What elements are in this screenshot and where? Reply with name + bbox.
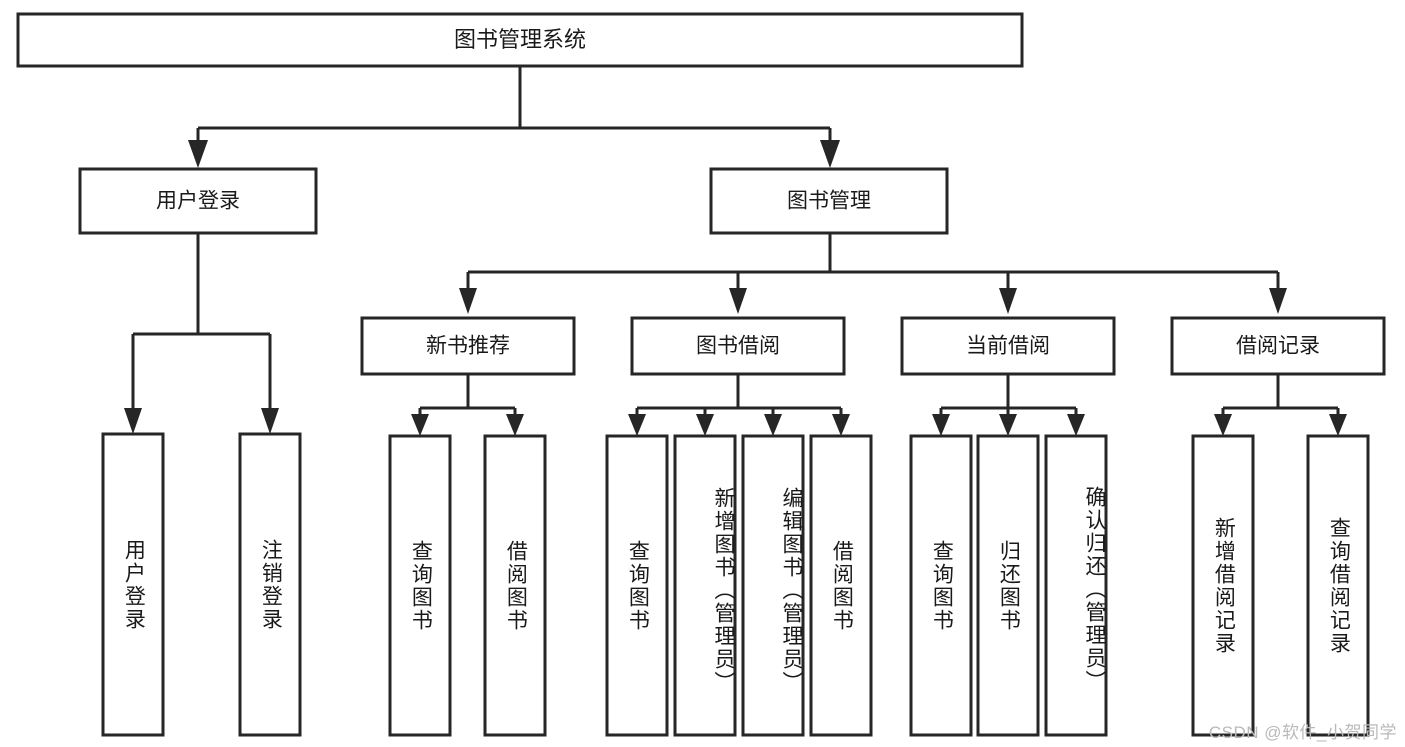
node-borrow-record-box[interactable] xyxy=(1170,316,1386,376)
arrow-head-new-book-recommend xyxy=(459,288,477,314)
leaf-box-cb-query-book[interactable] xyxy=(909,434,973,737)
node-book-manage-label: 图书管理 xyxy=(787,190,871,213)
leaf-box-br-add-record[interactable] xyxy=(1191,434,1255,737)
leaf-box-user-login[interactable] xyxy=(101,432,165,737)
leaf-box-logout[interactable] xyxy=(238,432,302,737)
connector-group-borrow-record xyxy=(1214,374,1347,436)
arrow-head-leaf-br-query xyxy=(1329,414,1347,436)
node-new-book-recommend-label: 新书推荐 xyxy=(426,335,510,358)
node-user-login-label: 用户登录 xyxy=(156,190,240,213)
connector-group-book-manage xyxy=(459,233,1287,314)
leaf-box-cb-confirm-return[interactable] xyxy=(1044,434,1108,737)
node-borrow-record-label: 借阅记录 xyxy=(1236,335,1320,358)
arrow-head-leaf-cb-query xyxy=(932,414,950,436)
node-borrow-record[interactable]: 借阅记录 xyxy=(1170,316,1386,376)
arrow-head-user-login xyxy=(188,140,208,168)
node-current-borrow-box[interactable] xyxy=(900,316,1116,376)
arrow-head-leaf-nbr-query xyxy=(411,414,429,436)
arrow-head-book-manage xyxy=(820,140,840,168)
arrow-head-current-borrow xyxy=(999,288,1017,314)
node-book-borrow-label: 图书借阅 xyxy=(696,335,780,358)
leaf-box-cb-return-book[interactable] xyxy=(976,434,1040,737)
node-book-manage-box[interactable] xyxy=(709,167,949,235)
leaf-box-bb-edit-book[interactable] xyxy=(741,434,805,737)
node-book-borrow-box[interactable] xyxy=(630,316,846,376)
node-user-login-box[interactable] xyxy=(78,167,318,235)
node-current-borrow-label: 当前借阅 xyxy=(966,335,1050,358)
node-current-borrow[interactable]: 当前借阅 xyxy=(900,316,1116,376)
node-book-manage[interactable]: 图书管理 xyxy=(709,167,949,235)
arrow-head-borrow-record xyxy=(1269,288,1287,314)
connector-group-book-borrow xyxy=(628,374,850,436)
connector-group-current-borrow xyxy=(932,374,1085,436)
node-new-book-recommend[interactable]: 新书推荐 xyxy=(360,316,576,376)
node-root-label: 图书管理系统 xyxy=(454,27,586,52)
node-user-login[interactable]: 用户登录 xyxy=(78,167,318,235)
arrow-head-book-borrow xyxy=(729,288,747,314)
arrow-head-leaf-cb-return xyxy=(999,414,1017,436)
node-root-box[interactable] xyxy=(16,12,1024,68)
arrow-head-leaf-br-add xyxy=(1214,414,1232,436)
leaf-box-nbr-borrow-book[interactable] xyxy=(483,434,547,737)
arrow-head-leaf-bb-query xyxy=(628,414,646,436)
arrow-head-leaf-bb-edit xyxy=(764,414,782,436)
node-root[interactable]: 图书管理系统 xyxy=(16,12,1024,68)
leaf-box-bb-add-book[interactable] xyxy=(673,434,737,737)
watermark-text: CSDN @软件_小贺同学 xyxy=(1208,723,1397,742)
connector-group-user-login xyxy=(124,233,279,434)
node-new-book-recommend-box[interactable] xyxy=(360,316,576,376)
arrow-head-leaf-bb-borrow xyxy=(832,414,850,436)
connector-group-new-book-recommend xyxy=(411,374,524,436)
arrow-head-leaf-user-login xyxy=(124,408,142,434)
connector-group-root xyxy=(188,66,840,168)
node-book-borrow[interactable]: 图书借阅 xyxy=(630,316,846,376)
arrow-head-leaf-bb-add xyxy=(696,414,714,436)
leaf-box-bb-query-book[interactable] xyxy=(605,434,669,737)
leaf-box-bb-borrow-book[interactable] xyxy=(809,434,873,737)
arrow-head-leaf-nbr-borrow xyxy=(506,414,524,436)
leaf-box-nbr-query-book[interactable] xyxy=(388,434,452,737)
leaf-box-br-query-record[interactable] xyxy=(1306,434,1370,737)
arrow-head-leaf-cb-confirm xyxy=(1067,414,1085,436)
arrow-head-leaf-logout xyxy=(261,408,279,434)
